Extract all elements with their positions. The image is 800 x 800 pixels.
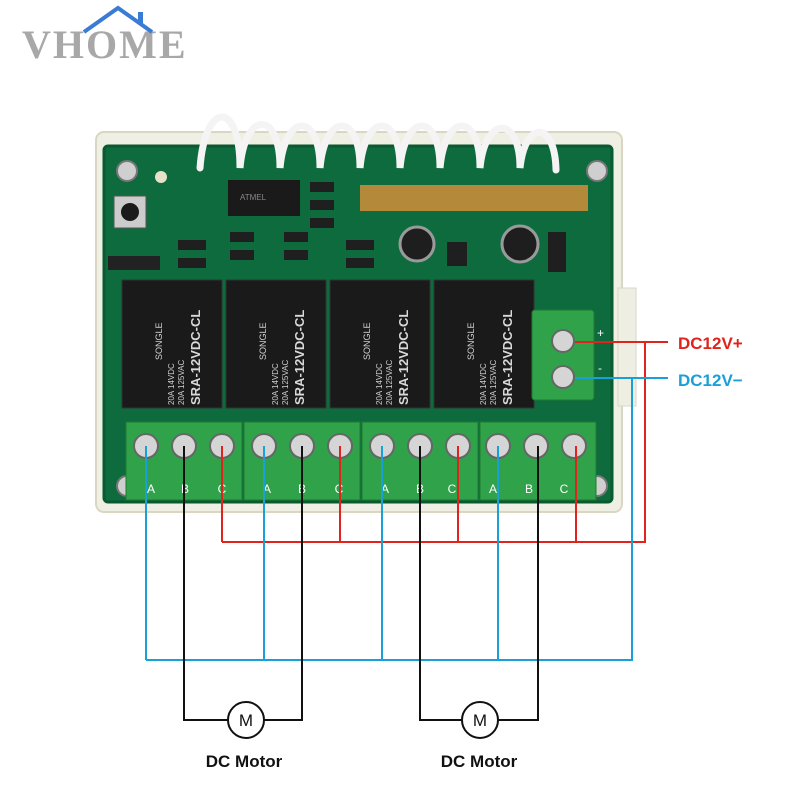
motor-1: M DC Motor — [206, 701, 283, 771]
logo-text: VHOME — [22, 22, 188, 67]
terminal-label-c: C — [448, 482, 457, 496]
dc12v-minus-label: DC12V− — [678, 371, 743, 390]
relay-rating-1: 20A 14VDC — [479, 363, 488, 405]
power-plus-mark: + — [597, 326, 604, 340]
dc12v-plus-label: DC12V+ — [678, 334, 743, 353]
capacitor — [500, 224, 540, 264]
capacitor — [398, 225, 436, 263]
power-minus-mark: - — [598, 361, 602, 375]
power-screw-plus[interactable] — [551, 329, 575, 353]
enclosure-side-tab — [617, 287, 637, 407]
relay-model: SRA-12VDC-CL — [188, 310, 203, 405]
relay-rating-1: 20A 14VDC — [167, 363, 176, 405]
terminal-label-a: A — [381, 482, 389, 496]
relay-model: SRA-12VDC-CL — [396, 310, 411, 405]
relay-rating-1: 20A 14VDC — [375, 363, 384, 405]
negative-wire — [145, 377, 668, 661]
relay-model: SRA-12VDC-CL — [292, 310, 307, 405]
relay-brand: SONGLE — [258, 322, 268, 360]
mcu-chip-label: ATMEL — [240, 193, 267, 202]
smd-components — [178, 182, 566, 272]
motor-symbol-letter: M — [473, 711, 487, 730]
relay-model: SRA-12VDC-CL — [500, 310, 515, 405]
terminal-label-a: A — [489, 482, 497, 496]
relay-rating-2: 20A 125VAC — [489, 360, 498, 405]
relay-2: SRA-12VDC-CL SONGLE 20A 14VDC 20A 125VAC — [225, 279, 327, 409]
relay-3: SRA-12VDC-CL SONGLE 20A 14VDC 20A 125VAC — [329, 279, 431, 409]
relay-rating-2: 20A 125VAC — [177, 360, 186, 405]
terminal-screw[interactable] — [523, 433, 549, 459]
terminal-screw[interactable] — [561, 433, 587, 459]
terminal-label-a: A — [263, 482, 271, 496]
antenna-coil — [196, 113, 560, 174]
motor-wires — [183, 446, 539, 721]
terminal-label-a: A — [147, 482, 155, 496]
power-terminal: + - — [531, 309, 604, 401]
relay-1: SRA-12VDC-CL SONGLE 20A 14VDC 20A 125VAC — [121, 279, 223, 409]
status-led — [155, 171, 167, 183]
brand-logo: VHOME — [22, 5, 188, 67]
relay-brand: SONGLE — [362, 322, 372, 360]
relay-4: SRA-12VDC-CL SONGLE 20A 14VDC 20A 125VAC — [433, 279, 535, 409]
motor-symbol — [461, 701, 499, 739]
relay-rating-2: 20A 125VAC — [385, 360, 394, 405]
learn-button-cap — [121, 203, 139, 221]
positive-wire — [221, 341, 668, 543]
relay-rating-1: 20A 14VDC — [271, 363, 280, 405]
mcu-chip — [228, 180, 300, 216]
motor-2: M DC Motor — [441, 701, 518, 771]
screw — [586, 160, 608, 182]
rf-receiver-module — [360, 185, 588, 211]
logo-chimney — [138, 12, 143, 24]
motor-caption: DC Motor — [206, 752, 283, 771]
terminal-label-c: C — [560, 482, 569, 496]
motor-symbol — [227, 701, 265, 739]
relay-brand: SONGLE — [154, 322, 164, 360]
relay-rating-2: 20A 125VAC — [281, 360, 290, 405]
terminal-label-b: B — [525, 482, 533, 496]
power-screw-minus[interactable] — [551, 365, 575, 389]
relay-brand: SONGLE — [466, 322, 476, 360]
screw — [116, 160, 138, 182]
jumper-header — [108, 256, 160, 270]
motor-caption: DC Motor — [441, 752, 518, 771]
motor-symbol-letter: M — [239, 711, 253, 730]
relay-block: SRA-12VDC-CL SONGLE 20A 14VDC 20A 125VAC… — [121, 279, 535, 409]
